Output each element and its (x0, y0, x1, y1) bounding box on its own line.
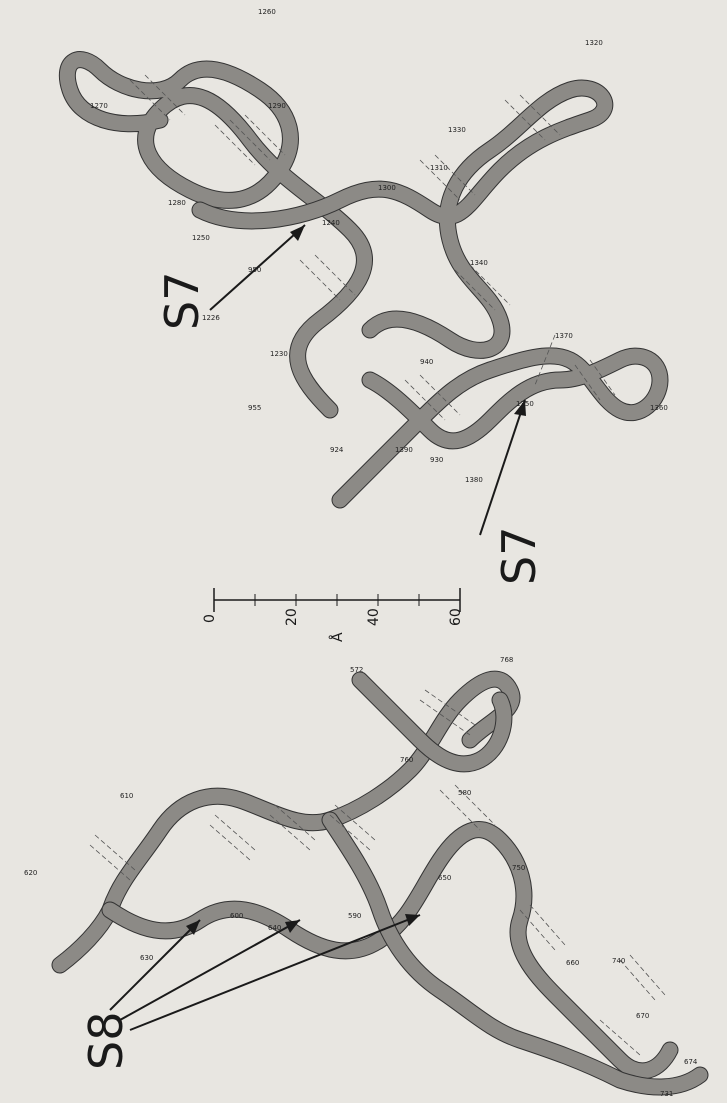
upper-rna-structure: 1260 1270 1290 1280 1250 1240 1300 1330 … (67, 8, 667, 585)
scale-unit: Å (329, 632, 346, 642)
position-number: 1270 (90, 102, 108, 110)
position-number: 930 (430, 456, 443, 464)
position-number: 768 (500, 656, 513, 664)
position-number: 1380 (465, 476, 483, 484)
position-number: 610 (120, 792, 133, 800)
position-number: 1330 (448, 126, 466, 134)
lower-rna-structure: 572 768 760 580 610 620 630 600 640 590 … (24, 656, 700, 1098)
position-number: 620 (24, 869, 37, 877)
position-number: 600 (230, 912, 243, 920)
position-number: 590 (348, 912, 361, 920)
s7-lower-label: S7 (492, 527, 546, 585)
s8-label: S8 (79, 1012, 133, 1070)
position-number: 1390 (395, 446, 413, 454)
position-number: 1290 (268, 102, 286, 110)
position-number: 630 (140, 954, 153, 962)
position-number: 1320 (585, 39, 603, 47)
position-number: 750 (512, 864, 525, 872)
position-number: 740 (612, 957, 625, 965)
s7-upper-label: S7 (155, 272, 209, 330)
position-number: 674 (684, 1058, 698, 1066)
position-number: 660 (566, 959, 579, 967)
position-number: 1240 (322, 219, 340, 227)
position-number: 760 (400, 756, 413, 764)
position-number: 1360 (650, 404, 668, 412)
position-number: 650 (438, 874, 451, 882)
position-number: 1370 (555, 332, 573, 340)
scale-tick-label: 60 (448, 608, 464, 626)
position-number: 1280 (168, 199, 186, 207)
scale-tick-label: 20 (284, 608, 300, 626)
position-number: 731 (660, 1090, 673, 1098)
position-number: 572 (350, 666, 363, 674)
position-number: 1260 (258, 8, 276, 16)
position-number: 1300 (378, 184, 396, 192)
s7-upper-arrow (210, 225, 305, 310)
scale-tick-label: 40 (366, 608, 382, 626)
position-number: 1250 (192, 234, 210, 242)
position-number: 1230 (270, 350, 288, 358)
scale-bar: 0 20 40 60 Å (202, 588, 464, 642)
position-number: 670 (636, 1012, 649, 1020)
scale-tick-label: 0 (202, 614, 218, 623)
position-number: 940 (420, 358, 433, 366)
position-number: 924 (330, 446, 344, 454)
position-number: 1310 (430, 164, 448, 172)
position-number: 955 (248, 404, 261, 412)
position-number: 1340 (470, 259, 488, 267)
position-number: 580 (458, 789, 471, 797)
